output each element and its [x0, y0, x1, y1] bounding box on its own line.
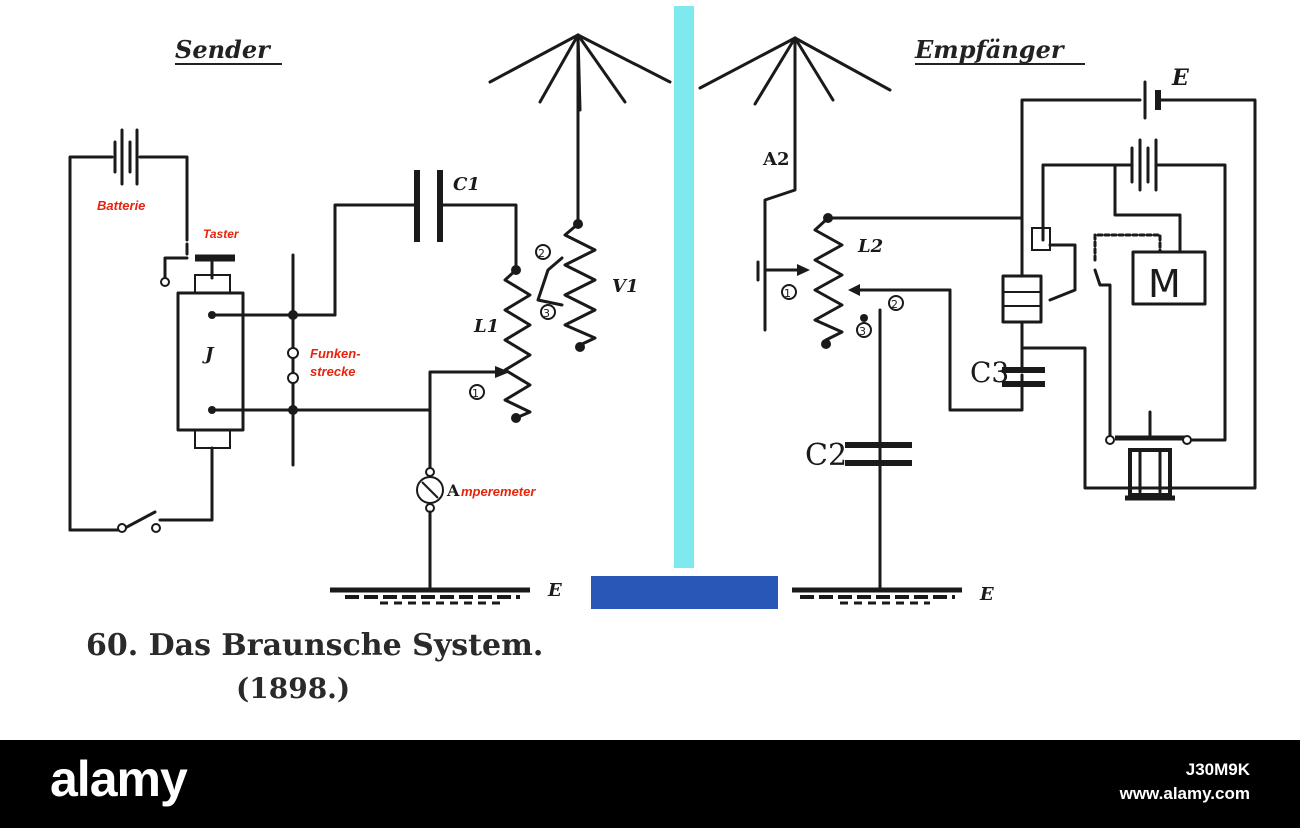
- funken-label-2: strecke: [310, 364, 356, 379]
- caption-line-1: 60. Das Braunsche System.: [86, 628, 544, 663]
- funken-label-1: Funken-: [310, 346, 361, 361]
- batterie-label: Batterie: [97, 198, 145, 213]
- site-url: www.alamy.com: [1119, 784, 1250, 803]
- rx-tap-3-circle: [856, 322, 872, 338]
- receiver-tap-2: 2: [891, 298, 898, 311]
- center-divider: [674, 6, 694, 568]
- receiver-tap-1: 1: [784, 287, 791, 300]
- sender-taster-key: [160, 242, 235, 287]
- amperemeter-label: mperemeter: [461, 484, 536, 499]
- image-id: J30M9K: [1185, 760, 1250, 779]
- coil-l2: [756, 213, 1024, 590]
- tap-2-circle: [535, 244, 551, 260]
- receiver-label-e-top: E: [1171, 65, 1190, 91]
- label-j: J: [202, 344, 215, 365]
- label-m: M: [1148, 262, 1181, 306]
- diagram-area: Sender Batterie Taster J: [68, 6, 1257, 705]
- label-v1: V1: [612, 276, 639, 297]
- sender-battery: [68, 128, 189, 532]
- coil-v1: [536, 222, 597, 352]
- sender-ground: [330, 587, 530, 605]
- label-c2: C2: [805, 438, 847, 473]
- sender-label-e: E: [547, 580, 562, 601]
- rx-tap-1-circle: [781, 284, 797, 300]
- sender-tap-3: 3: [543, 307, 550, 320]
- watermark-footer: [0, 740, 1300, 828]
- label-a2: A2: [762, 149, 790, 170]
- tap-3-circle: [540, 304, 556, 320]
- receiver-relay-circuit: [1031, 138, 1227, 501]
- label-a: A: [446, 481, 460, 500]
- label-c1: C1: [453, 174, 480, 195]
- label-l1: L1: [473, 316, 499, 337]
- tap-1-circle: [469, 384, 485, 400]
- sender-tap-2: 2: [538, 247, 545, 260]
- blue-block: [591, 576, 778, 609]
- capacitor-c1: [333, 170, 521, 317]
- sender-tap-1: 1: [472, 387, 479, 400]
- receiver-tap-3: 3: [859, 325, 866, 338]
- alamy-logo: alamy: [50, 751, 188, 807]
- sender-heading: Sender: [175, 35, 272, 64]
- label-c3: C3: [970, 356, 1009, 389]
- coil-l1: [428, 268, 532, 423]
- receiver-battery-e: [1020, 80, 1172, 220]
- receiver-ground: [792, 587, 962, 605]
- capacitor-c2: [845, 442, 912, 466]
- sender-antenna: [488, 33, 672, 229]
- caption-line-2: (1898.): [236, 672, 351, 705]
- taster-label: Taster: [203, 227, 240, 241]
- rx-tap-2-circle: [888, 295, 904, 311]
- amperemeter: [416, 408, 444, 590]
- receiver-label-e-ground: E: [979, 584, 994, 605]
- receiver-heading: Empfänger: [914, 35, 1066, 64]
- coherer: [948, 98, 1257, 490]
- receiver-antenna: [698, 36, 892, 332]
- spark-gap: [210, 253, 432, 467]
- morse-writer-box: [1131, 250, 1207, 306]
- label-l2: L2: [857, 236, 883, 257]
- circuit-diagram: Sender Batterie Taster J: [68, 6, 1257, 609]
